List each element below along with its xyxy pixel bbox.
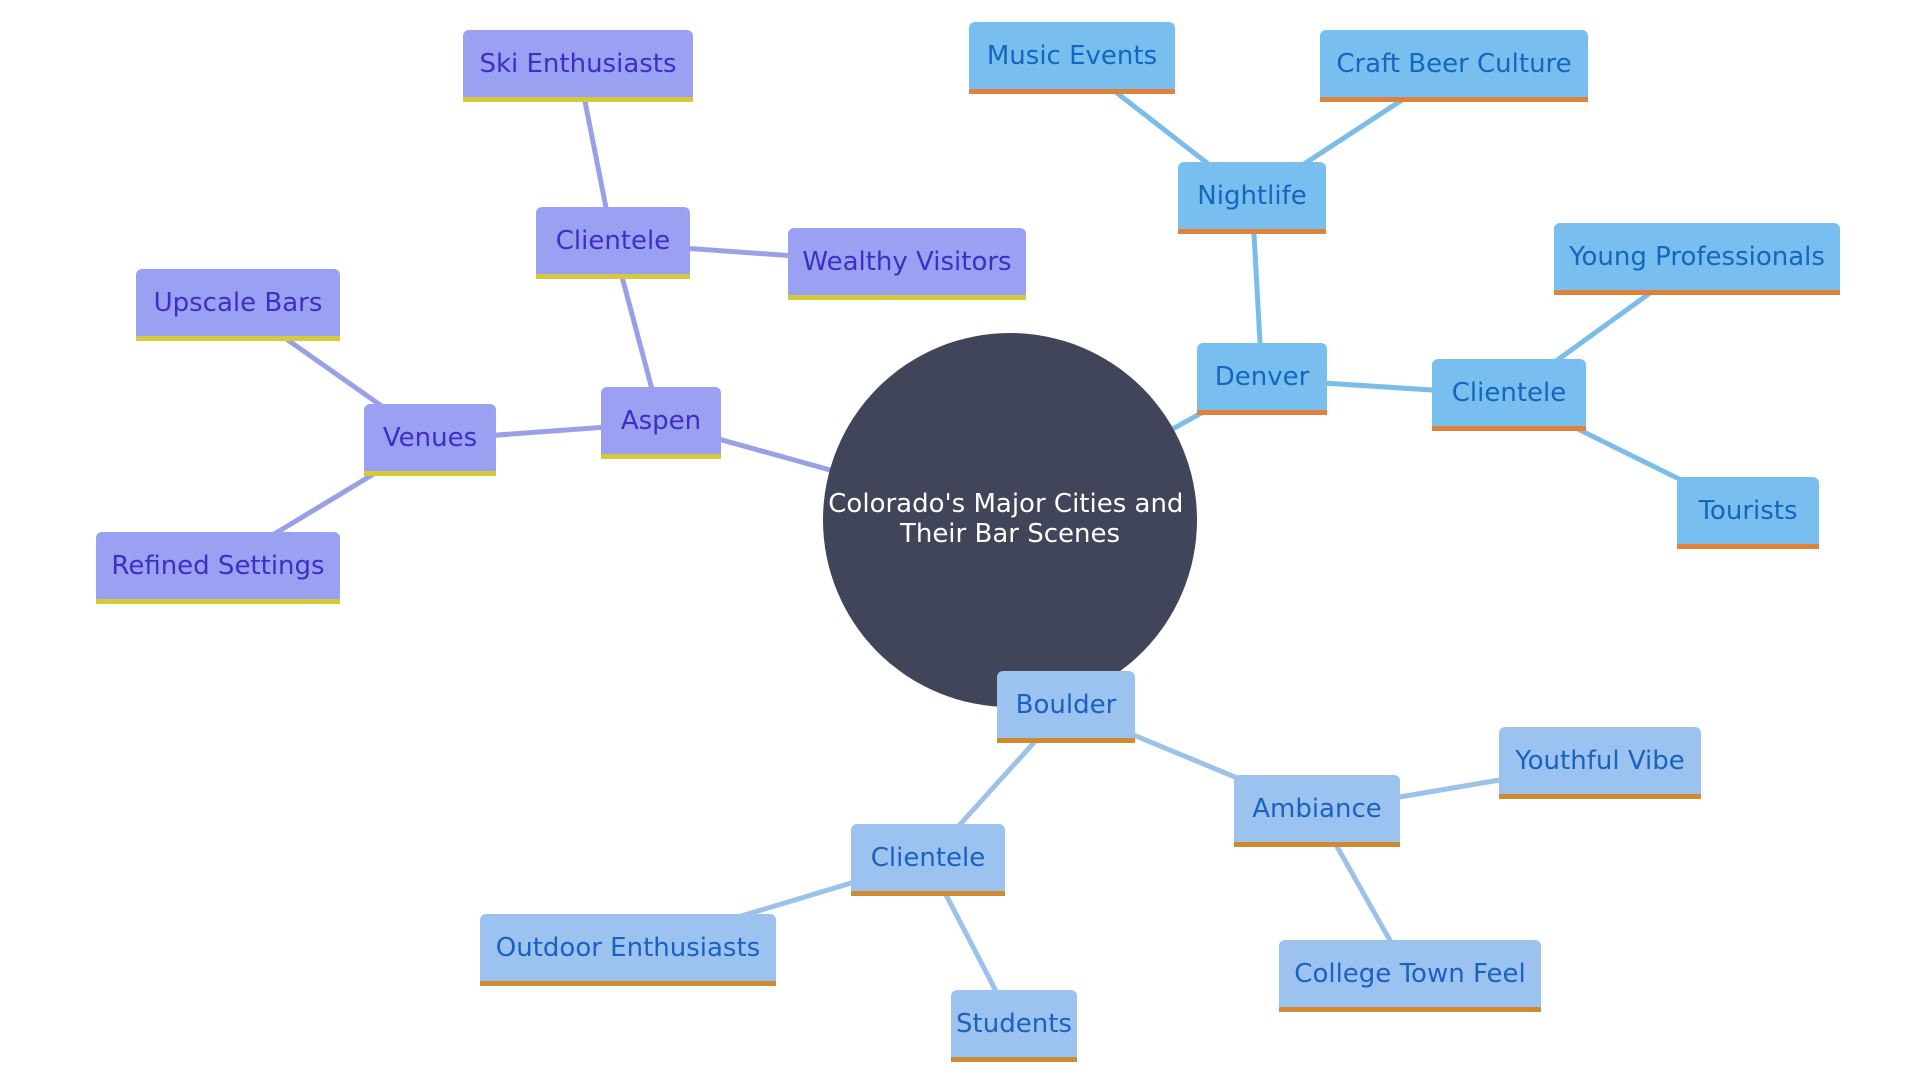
node-underline-aspen-venues <box>364 471 496 476</box>
node-label-boulder-clientele: Clientele <box>871 843 986 873</box>
node-box-college-town-feel <box>1279 940 1541 1012</box>
node-box-boulder-clientele <box>851 824 1005 896</box>
node-box-craft-beer-culture <box>1320 30 1588 102</box>
node-aspen[interactable]: Aspen <box>601 387 721 459</box>
node-label-aspen-clientele: Clientele <box>556 226 671 256</box>
node-boulder-clientele[interactable]: Clientele <box>851 824 1005 896</box>
node-underline-refined-settings <box>96 599 340 604</box>
node-label-youthful-vibe: Youthful Vibe <box>1514 746 1685 776</box>
node-box-denver <box>1197 343 1327 415</box>
node-label-aspen-venues: Venues <box>383 423 477 453</box>
node-upscale-bars[interactable]: Upscale Bars <box>136 269 340 341</box>
node-refined-settings[interactable]: Refined Settings <box>96 532 340 604</box>
node-box-outdoor-enthusiasts <box>480 914 776 986</box>
node-underline-youthful-vibe <box>1499 794 1701 799</box>
node-box-denver-clientele <box>1432 359 1586 431</box>
node-box-aspen <box>601 387 721 459</box>
node-label-boulder-ambiance: Ambiance <box>1252 794 1382 824</box>
node-box-boulder <box>997 671 1135 743</box>
node-college-town-feel[interactable]: College Town Feel <box>1279 940 1541 1012</box>
node-wealthy-visitors[interactable]: Wealthy Visitors <box>788 228 1026 300</box>
node-label-college-town-feel: College Town Feel <box>1294 959 1525 989</box>
node-aspen-clientele[interactable]: Clientele <box>536 207 690 279</box>
node-underline-ski-enthusiasts <box>463 97 693 102</box>
node-label-aspen: Aspen <box>621 406 701 436</box>
node-label-craft-beer-culture: Craft Beer Culture <box>1336 49 1571 79</box>
node-young-professionals[interactable]: Young Professionals <box>1554 223 1840 295</box>
node-box-denver-nightlife <box>1178 162 1326 234</box>
node-box-youthful-vibe <box>1499 727 1701 799</box>
node-underline-boulder <box>997 738 1135 743</box>
node-underline-wealthy-visitors <box>788 295 1026 300</box>
node-underline-young-professionals <box>1554 290 1840 295</box>
node-label-outdoor-enthusiasts: Outdoor Enthusiasts <box>496 933 760 963</box>
node-underline-college-town-feel <box>1279 1007 1541 1012</box>
node-denver-nightlife[interactable]: Nightlife <box>1178 162 1326 234</box>
root-label-line-2: Their Bar Scenes <box>899 519 1120 549</box>
node-underline-aspen-clientele <box>536 274 690 279</box>
node-ski-enthusiasts[interactable]: Ski Enthusiasts <box>463 30 693 102</box>
node-box-refined-settings <box>96 532 340 604</box>
node-box-tourists <box>1677 477 1819 549</box>
node-label-wealthy-visitors: Wealthy Visitors <box>802 247 1011 277</box>
node-underline-boulder-ambiance <box>1234 842 1400 847</box>
node-label-ski-enthusiasts: Ski Enthusiasts <box>479 49 676 79</box>
node-boulder[interactable]: Boulder <box>997 671 1135 743</box>
node-denver-clientele[interactable]: Clientele <box>1432 359 1586 431</box>
node-label-music-events: Music Events <box>987 41 1157 71</box>
node-box-wealthy-visitors <box>788 228 1026 300</box>
node-underline-denver-clientele <box>1432 426 1586 431</box>
node-box-ski-enthusiasts <box>463 30 693 102</box>
node-box-aspen-clientele <box>536 207 690 279</box>
node-outdoor-enthusiasts[interactable]: Outdoor Enthusiasts <box>480 914 776 986</box>
node-box-music-events <box>969 22 1175 94</box>
node-label-young-professionals: Young Professionals <box>1568 242 1825 272</box>
node-aspen-venues[interactable]: Venues <box>364 404 496 476</box>
node-label-tourists: Tourists <box>1697 496 1797 526</box>
root-node: Colorado's Major Cities and Their Bar Sc… <box>823 333 1197 707</box>
node-music-events[interactable]: Music Events <box>969 22 1175 94</box>
node-box-boulder-ambiance <box>1234 775 1400 847</box>
node-underline-outdoor-enthusiasts <box>480 981 776 986</box>
node-underline-aspen <box>601 454 721 459</box>
node-underline-craft-beer-culture <box>1320 97 1588 102</box>
node-label-denver: Denver <box>1215 362 1310 392</box>
node-tourists[interactable]: Tourists <box>1677 477 1819 549</box>
node-box-upscale-bars <box>136 269 340 341</box>
node-youthful-vibe[interactable]: Youthful Vibe <box>1499 727 1701 799</box>
node-label-denver-nightlife: Nightlife <box>1197 181 1306 211</box>
node-label-upscale-bars: Upscale Bars <box>154 288 323 318</box>
node-label-denver-clientele: Clientele <box>1452 378 1567 408</box>
node-underline-tourists <box>1677 544 1819 549</box>
node-boulder-ambiance[interactable]: Ambiance <box>1234 775 1400 847</box>
node-underline-denver <box>1197 410 1327 415</box>
node-label-refined-settings: Refined Settings <box>111 551 324 581</box>
node-box-aspen-venues <box>364 404 496 476</box>
node-students[interactable]: Students <box>951 990 1077 1062</box>
node-underline-boulder-clientele <box>851 891 1005 896</box>
node-box-students <box>951 990 1077 1062</box>
node-underline-upscale-bars <box>136 336 340 341</box>
node-box-young-professionals <box>1554 223 1840 295</box>
node-label-students: Students <box>956 1009 1072 1039</box>
node-label-boulder: Boulder <box>1016 690 1117 720</box>
node-underline-music-events <box>969 89 1175 94</box>
node-craft-beer-culture[interactable]: Craft Beer Culture <box>1320 30 1588 102</box>
root-label-line-1: Colorado's Major Cities and <box>828 489 1183 519</box>
node-denver[interactable]: Denver <box>1197 343 1327 415</box>
root-circle <box>823 333 1197 707</box>
root-label: Colorado's Major Cities and Their Bar Sc… <box>828 489 1191 549</box>
node-underline-denver-nightlife <box>1178 229 1326 234</box>
node-underline-students <box>951 1057 1077 1062</box>
